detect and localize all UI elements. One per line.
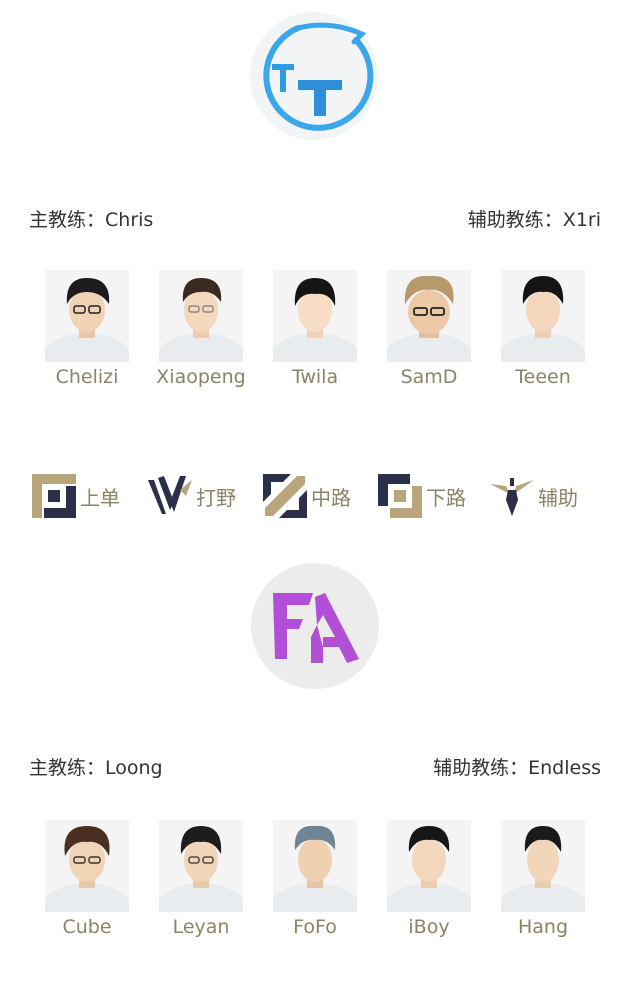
tt-logo-icon [263,22,374,131]
role-legend: 上单 打野 中路 下路 辅助 [0,470,641,524]
head-coach-name: Chris [105,209,154,231]
top-lane-icon [32,474,76,518]
player-name: Chelizi [55,366,119,388]
player-card: iBoy [372,820,486,950]
player-photo [501,820,585,912]
tt-team-logo [250,12,378,140]
team1-coaches: 主教练：Chris 辅助教练：X1ri [0,205,641,235]
team1-assistant-coach: 辅助教练：X1ri [468,205,601,232]
player-card: SamD [372,270,486,400]
player-card: Cube [30,820,144,950]
player-name: iBoy [408,916,450,938]
player-photo [273,820,357,912]
team1-roster: Chelizi Xiaopeng Twila SamD Teeen [0,270,641,400]
player-name: Cube [62,916,112,938]
player-photo [45,820,129,912]
role-label: 打野 [196,486,236,510]
jungle-icon [148,476,192,514]
ra-team-logo [251,563,379,689]
player-card: FoFo [258,820,372,950]
player-photo [273,270,357,362]
role-label: 下路 [426,486,466,510]
player-photo [159,270,243,362]
mid-lane-icon [263,474,307,518]
ra-logo-icon [273,593,359,663]
player-name: Twila [291,366,339,388]
role-label: 辅助 [538,486,578,510]
player-name: FoFo [293,916,337,938]
head-coach-label: 主教练： [29,757,106,779]
player-name: Teeen [515,366,571,388]
role-label: 中路 [311,486,351,510]
player-card: Xiaopeng [144,270,258,400]
player-card: Teeen [486,270,600,400]
player-name: Hang [517,916,569,938]
player-name: SamD [400,366,458,388]
player-card: Leyan [144,820,258,950]
player-card: Chelizi [30,270,144,400]
player-photo [387,270,471,362]
assistant-coach-name: X1ri [562,209,601,231]
player-photo [501,270,585,362]
player-card: Hang [486,820,600,950]
team2-assistant-coach: 辅助教练：Endless [433,753,601,780]
head-coach-label: 主教练： [29,209,106,231]
player-name: Leyan [172,916,230,938]
team2-coaches: 主教练：Loong 辅助教练：Endless [0,753,641,783]
player-photo [159,820,243,912]
team2-roster: Cube Leyan FoFo iBoy Hang [0,820,641,950]
player-photo [45,270,129,362]
support-icon [490,478,534,516]
role-label: 上单 [80,486,120,510]
player-card: Twila [258,270,372,400]
team2-head-coach: 主教练：Loong [29,753,163,780]
assistant-coach-label: 辅助教练： [433,757,529,779]
player-photo [387,820,471,912]
team1-head-coach: 主教练：Chris [29,205,153,232]
assistant-coach-label: 辅助教练： [467,209,563,231]
player-name: Xiaopeng [156,366,246,388]
assistant-coach-name: Endless [528,757,601,779]
head-coach-name: Loong [105,757,163,779]
bot-lane-icon [378,474,422,518]
